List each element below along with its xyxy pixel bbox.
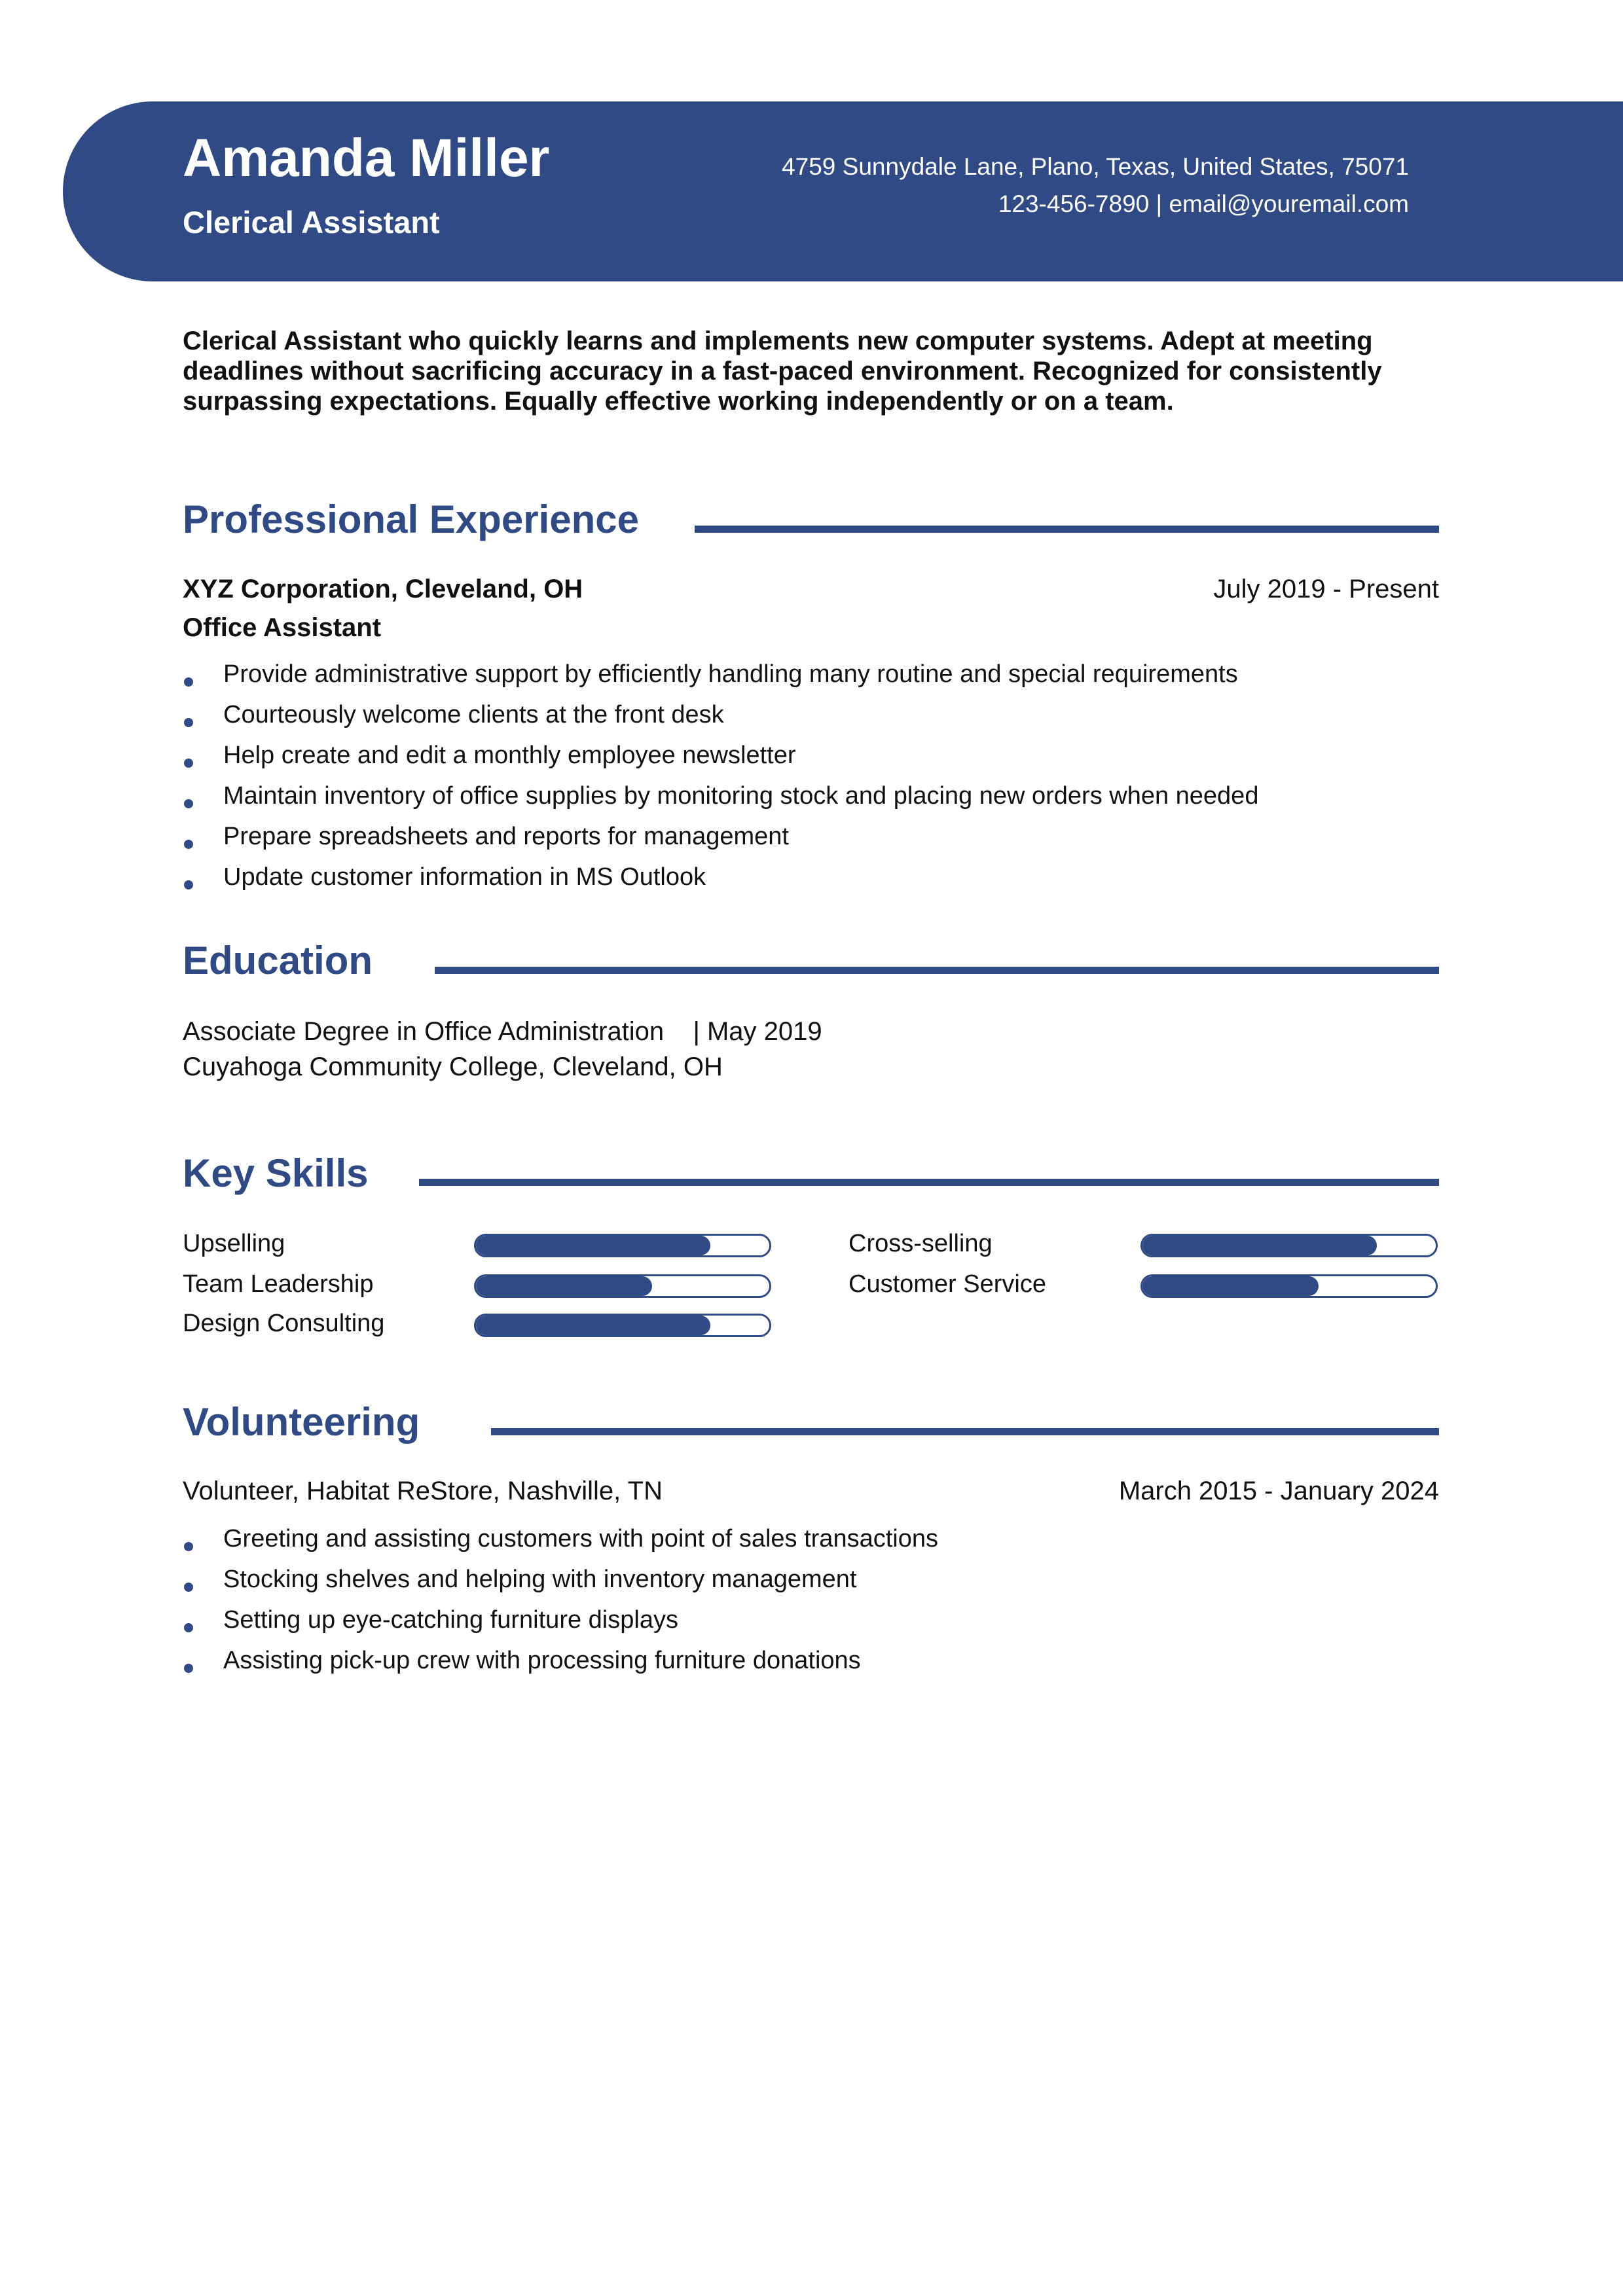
contact-phone-email: 123-456-7890 | email@youremail.com <box>998 190 1409 219</box>
skill-level-bar <box>1140 1234 1438 1257</box>
list-item: Provide administrative support by effici… <box>183 654 1258 694</box>
volunteering-bullet-list: Greeting and assisting customers with po… <box>183 1518 938 1681</box>
bullet-icon <box>184 1623 193 1632</box>
bullet-icon <box>184 1664 193 1673</box>
bullet-icon <box>184 759 193 768</box>
bullet-icon <box>184 677 193 687</box>
list-item: Greeting and assisting customers with po… <box>183 1518 938 1559</box>
volunteering-heading: Volunteering <box>183 1400 420 1444</box>
experience-dates: July 2019 - Present <box>1213 575 1439 603</box>
list-item: Courteously welcome clients at the front… <box>183 694 1258 735</box>
skill-level-fill <box>476 1236 711 1255</box>
header-band <box>63 101 1623 281</box>
list-item: Assisting pick-up crew with processing f… <box>183 1640 938 1681</box>
bullet-icon <box>184 880 193 889</box>
education-degree-line: Associate Degree in Office Administratio… <box>183 1016 822 1047</box>
experience-bullet-list: Provide administrative support by effici… <box>183 654 1258 897</box>
list-item-text: Stocking shelves and helping with invent… <box>223 1566 857 1593</box>
education-school: Cuyahoga Community College, Cleveland, O… <box>183 1052 723 1081</box>
candidate-title: Clerical Assistant <box>183 205 440 240</box>
experience-rule <box>695 526 1439 533</box>
experience-role: Office Assistant <box>183 613 382 642</box>
list-item-text: Assisting pick-up crew with processing f… <box>223 1647 861 1674</box>
bullet-icon <box>184 1542 193 1551</box>
skill-name: Cross-selling <box>848 1230 993 1257</box>
contact-phone: 123-456-7890 <box>998 190 1150 217</box>
bullet-icon <box>184 1583 193 1592</box>
experience-heading: Professional Experience <box>183 497 639 541</box>
skill-name: Team Leadership <box>183 1270 374 1298</box>
education-date: May 2019 <box>706 1017 822 1046</box>
skill-name: Upselling <box>183 1230 285 1257</box>
contact-email: email@youremail.com <box>1169 190 1409 217</box>
skill-level-bar <box>1140 1274 1438 1298</box>
skill-level-fill <box>1142 1276 1319 1296</box>
contact-address: 4759 Sunnydale Lane, Plano, Texas, Unite… <box>782 153 1409 180</box>
education-degree: Associate Degree in Office Administratio… <box>183 1017 665 1046</box>
bullet-icon <box>184 840 193 849</box>
list-item: Help create and edit a monthly employee … <box>183 735 1258 776</box>
education-rule <box>435 967 1439 974</box>
skill-level-bar <box>474 1314 771 1337</box>
list-item-text: Update customer information in MS Outloo… <box>223 863 706 891</box>
skill-level-fill <box>1142 1236 1377 1255</box>
list-item-text: Greeting and assisting customers with po… <box>223 1525 938 1552</box>
candidate-name: Amanda Miller <box>183 128 550 188</box>
list-item-text: Setting up eye-catching furniture displa… <box>223 1606 678 1634</box>
list-item-text: Courteously welcome clients at the front… <box>223 701 724 728</box>
education-separator: | <box>693 1017 700 1046</box>
list-item-text: Maintain inventory of office supplies by… <box>223 782 1259 810</box>
list-item-text: Prepare spreadsheets and reports for man… <box>223 823 789 850</box>
bullet-icon <box>184 799 193 808</box>
contact-separator: | <box>1156 190 1163 217</box>
skill-level-fill <box>476 1316 711 1335</box>
list-item: Update customer information in MS Outloo… <box>183 857 1258 897</box>
skills-heading: Key Skills <box>183 1151 369 1195</box>
list-item: Prepare spreadsheets and reports for man… <box>183 816 1258 857</box>
skill-level-bar <box>474 1274 771 1298</box>
list-item-text: Help create and edit a monthly employee … <box>223 742 796 769</box>
experience-company: XYZ Corporation, Cleveland, OH <box>183 575 583 603</box>
volunteering-rule <box>491 1428 1439 1435</box>
skill-level-bar <box>474 1234 771 1257</box>
list-item-text: Provide administrative support by effici… <box>223 660 1238 688</box>
list-item: Maintain inventory of office supplies by… <box>183 776 1258 816</box>
volunteering-dates: March 2015 - January 2024 <box>1118 1477 1439 1505</box>
education-heading: Education <box>183 939 373 982</box>
bullet-icon <box>184 718 193 727</box>
list-item: Setting up eye-catching furniture displa… <box>183 1600 938 1640</box>
list-item: Stocking shelves and helping with invent… <box>183 1559 938 1600</box>
skill-name: Design Consulting <box>183 1310 385 1337</box>
skill-level-fill <box>476 1276 652 1296</box>
skill-name: Customer Service <box>848 1270 1046 1298</box>
professional-summary: Clerical Assistant who quickly learns an… <box>183 327 1382 416</box>
skills-rule <box>419 1179 1439 1186</box>
volunteering-position: Volunteer, Habitat ReStore, Nashville, T… <box>183 1477 663 1505</box>
